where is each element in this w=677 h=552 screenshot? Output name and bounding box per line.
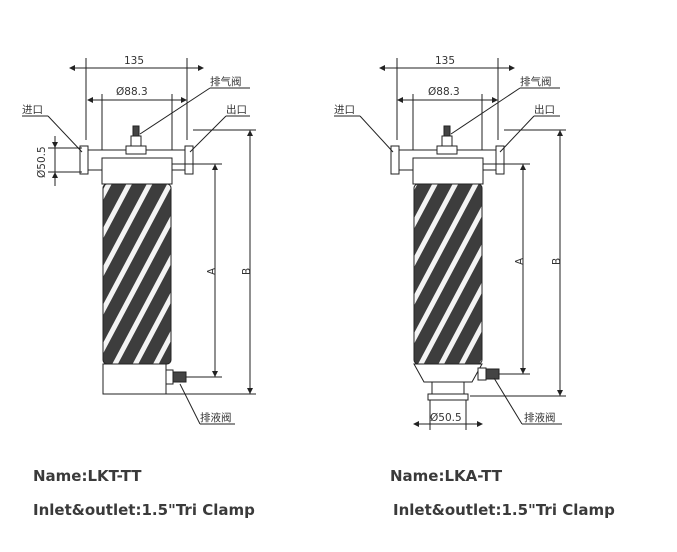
left-dim-a: A (206, 267, 218, 275)
right-dim-b: B (551, 257, 563, 265)
left-filter-drawing (22, 58, 256, 425)
left-outlet-label: 出口 (226, 104, 247, 116)
left-product-name: Name:LKT-TT (33, 467, 142, 485)
left-port-dim: Ø50.5 (36, 146, 48, 178)
left-product-spec: Inlet&outlet:1.5"Tri Clamp (33, 501, 255, 519)
right-pipe-dim: Ø88.3 (428, 86, 460, 98)
left-dim-b: B (241, 267, 253, 275)
right-dim-a: A (514, 257, 526, 265)
right-width-dim: 135 (435, 55, 456, 67)
right-product-name: Name:LKA-TT (390, 467, 503, 485)
left-width-dim: 135 (124, 55, 145, 67)
right-product-spec: Inlet&outlet:1.5"Tri Clamp (393, 501, 615, 519)
right-filter-drawing (334, 58, 566, 430)
left-inlet-label: 进口 (22, 104, 43, 116)
right-vent-label: 排气阀 (520, 76, 552, 88)
left-drain-label: 排液阀 (200, 412, 232, 424)
right-outlet-label: 出口 (534, 104, 555, 116)
left-vent-label: 排气阀 (210, 76, 242, 88)
right-inlet-label: 进口 (334, 104, 355, 116)
left-pipe-dim: Ø88.3 (116, 86, 148, 98)
right-drain-label: 排液阀 (524, 412, 556, 424)
right-port-dim: Ø50.5 (430, 412, 462, 424)
